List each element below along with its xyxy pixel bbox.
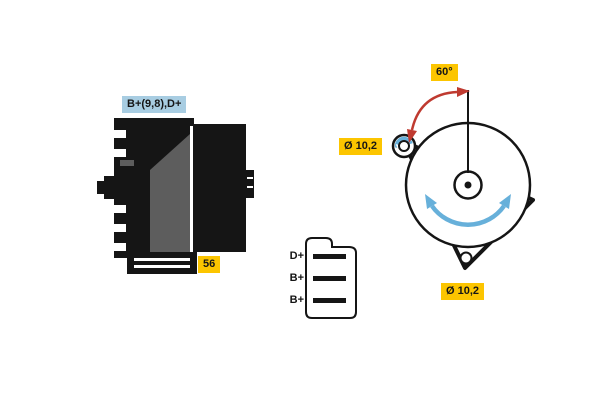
top-hole-diameter-label: Ø 10,2: [339, 138, 383, 155]
pin-label-bplus-1: B+: [289, 272, 304, 284]
housing-gap: [190, 126, 193, 254]
terminal-stud: [246, 170, 254, 198]
pin-label-dplus: D+: [289, 250, 304, 262]
front-bracket: [114, 118, 141, 258]
angle-arrow: [410, 90, 458, 131]
mounting-foot-line: [134, 258, 190, 261]
mounting-hole-highlight: [394, 136, 414, 156]
mounting-hole-top: [398, 140, 410, 152]
vent-slot: [114, 224, 126, 232]
pulley: [104, 176, 116, 199]
connector-pinout: [305, 237, 357, 319]
alternator-side-view: [97, 118, 254, 274]
vent-slot: [114, 205, 126, 213]
mounting-foot: [127, 252, 197, 274]
angle-label: 60°: [431, 64, 458, 81]
terminal-stud-line: [247, 186, 253, 188]
connector-pin-bar: [313, 298, 346, 303]
housing-mid-section: [150, 134, 190, 252]
pin-label-bplus-2: B+: [289, 294, 304, 306]
angle-arrowhead: [407, 129, 417, 143]
mounting-foot-line: [134, 265, 190, 268]
rotation-arrow: [430, 204, 506, 227]
terminal-stud-line: [247, 177, 253, 179]
connector-pin-bar: [313, 276, 346, 281]
angle-arrowhead: [457, 87, 470, 97]
connector-56-label: 56: [198, 256, 221, 273]
vent-slot: [114, 130, 126, 138]
terminal-label: B+(9,8),D+: [122, 96, 187, 113]
vent-slot: [114, 243, 126, 251]
mounting-hole-bottom: [459, 251, 473, 265]
rear-housing: [193, 124, 246, 252]
vent-slot: [114, 149, 126, 157]
bottom-hole-diameter-label: Ø 10,2: [441, 283, 485, 300]
vent-slot: [120, 160, 134, 166]
shaft: [97, 181, 107, 194]
shaft-center-dot: [464, 181, 472, 189]
connector-pin-bar: [313, 254, 346, 259]
rotation-arrowhead: [499, 194, 511, 209]
rotation-arrowhead: [425, 194, 437, 209]
alternator-front-view: [391, 87, 535, 270]
